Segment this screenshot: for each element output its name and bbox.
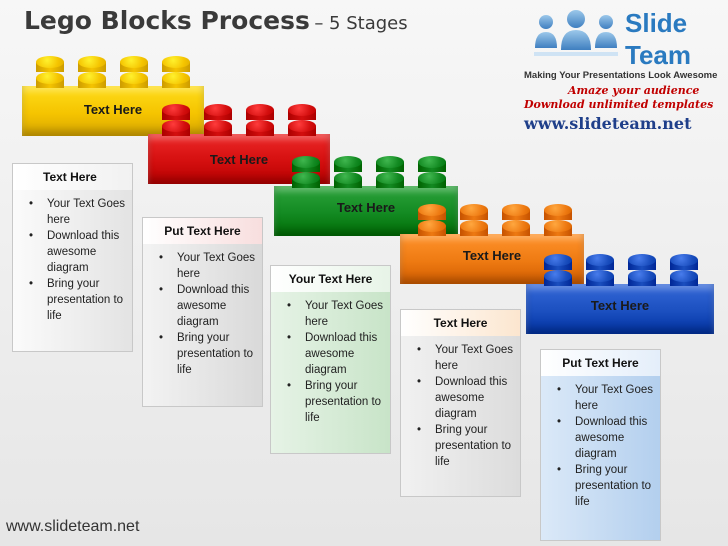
logo-tagline: Making Your Presentations Look Awesome xyxy=(524,70,718,81)
text-card-1-bullet-3: Bring your presentation to life xyxy=(29,276,128,324)
text-card-4-bullet-2: Download this awesome diagram xyxy=(417,374,516,422)
text-card-3-heading: Your Text Here xyxy=(271,266,390,292)
text-card-5-list: Your Text Goes here Download this awesom… xyxy=(541,382,660,510)
text-card-3-bullet-1: Your Text Goes here xyxy=(287,298,386,330)
text-card-5-bullet-1: Your Text Goes here xyxy=(557,382,656,414)
text-card-4-bullet-3: Bring your presentation to life xyxy=(417,422,516,470)
lego-stud-top xyxy=(36,56,64,68)
text-card-5-bullet-3: Bring your presentation to life xyxy=(557,462,656,510)
lego-stud-top xyxy=(162,120,190,132)
title-suffix: – 5 Stages xyxy=(314,13,408,34)
text-card-2: Put Text Here Your Text Goes here Downlo… xyxy=(142,217,263,407)
text-card-3-bullet-2: Download this awesome diagram xyxy=(287,330,386,378)
lego-stud-top xyxy=(204,104,232,116)
lego-stud-top xyxy=(418,156,446,168)
text-card-2-heading: Put Text Here xyxy=(143,218,262,244)
lego-stud-top xyxy=(78,72,106,84)
lego-stud-top xyxy=(78,56,106,68)
logo-word-team: Team xyxy=(625,40,691,70)
lego-stud-top xyxy=(334,156,362,168)
text-card-5: Put Text Here Your Text Goes here Downlo… xyxy=(540,349,661,541)
text-card-4-list: Your Text Goes here Download this awesom… xyxy=(401,342,520,470)
lego-stud-top xyxy=(162,56,190,68)
lego-stud-top xyxy=(544,270,572,282)
lego-stud-top xyxy=(460,220,488,232)
lego-stud-top xyxy=(288,104,316,116)
lego-stud-top xyxy=(120,72,148,84)
lego-stud-top xyxy=(120,56,148,68)
promo-line-1: Amaze your audience xyxy=(568,84,700,97)
title-main: Lego Blocks Process xyxy=(24,6,310,35)
lego-block-5-label: Text Here xyxy=(590,297,650,313)
lego-stud-top xyxy=(162,72,190,84)
lego-stud-top xyxy=(670,270,698,282)
page-title: Lego Blocks Process – 5 Stages xyxy=(24,6,408,35)
text-card-1: Text Here Your Text Goes here Download t… xyxy=(12,163,133,352)
lego-stud-top xyxy=(502,204,530,216)
slideteam-logo-people-icon xyxy=(534,10,618,56)
text-card-1-bullet-1: Your Text Goes here xyxy=(29,196,128,228)
text-card-2-list: Your Text Goes here Download this awesom… xyxy=(143,250,262,378)
text-card-2-bullet-3: Bring your presentation to life xyxy=(159,330,258,378)
logo-word-slide: Slide xyxy=(625,8,688,38)
lego-block-5: Text Here xyxy=(526,244,714,334)
text-card-3: Your Text Here Your Text Goes here Downl… xyxy=(270,265,391,454)
lego-block-4-label: Text Here xyxy=(462,247,522,263)
lego-stud-top xyxy=(292,156,320,168)
lego-stud-top xyxy=(418,172,446,184)
lego-stud-top xyxy=(288,120,316,132)
text-card-3-list: Your Text Goes here Download this awesom… xyxy=(271,298,390,426)
lego-stud-top xyxy=(460,204,488,216)
lego-stud-top xyxy=(292,172,320,184)
promo-line-2: Download unlimited templates xyxy=(524,98,714,111)
lego-stud-top xyxy=(376,156,404,168)
text-card-4: Text Here Your Text Goes here Download t… xyxy=(400,309,521,497)
lego-stud-top xyxy=(246,104,274,116)
lego-stud-top xyxy=(376,172,404,184)
text-card-4-heading: Text Here xyxy=(401,310,520,336)
text-card-2-bullet-1: Your Text Goes here xyxy=(159,250,258,282)
text-card-2-bullet-2: Download this awesome diagram xyxy=(159,282,258,330)
lego-block-3-label: Text Here xyxy=(336,199,396,215)
lego-stud-top xyxy=(628,254,656,266)
lego-stud-top xyxy=(502,220,530,232)
footer-url: www.slideteam.net xyxy=(6,518,140,535)
lego-stud-top xyxy=(246,120,274,132)
lego-stud-top xyxy=(36,72,64,84)
text-card-1-heading: Text Here xyxy=(13,164,132,190)
lego-stud-top xyxy=(544,204,572,216)
lego-stud-top xyxy=(628,270,656,282)
lego-stud-top xyxy=(586,254,614,266)
lego-stud-top xyxy=(204,120,232,132)
lego-stud-top xyxy=(418,220,446,232)
text-card-1-bullet-2: Download this awesome diagram xyxy=(29,228,128,276)
lego-stud-top xyxy=(544,254,572,266)
lego-block-3: Text Here xyxy=(274,146,458,236)
lego-block-1-label: Text Here xyxy=(83,101,143,117)
text-card-1-list: Your Text Goes here Download this awesom… xyxy=(13,196,132,324)
lego-stud-top xyxy=(586,270,614,282)
text-card-5-bullet-2: Download this awesome diagram xyxy=(557,414,656,462)
lego-stud-top xyxy=(670,254,698,266)
lego-block-2-label: Text Here xyxy=(209,151,269,167)
lego-stud-top xyxy=(334,172,362,184)
lego-stud-top xyxy=(162,104,190,116)
text-card-4-bullet-1: Your Text Goes here xyxy=(417,342,516,374)
text-card-3-bullet-3: Bring your presentation to life xyxy=(287,378,386,426)
promo-url-link[interactable]: www.slideteam.net xyxy=(524,114,692,133)
lego-stud-top xyxy=(418,204,446,216)
text-card-5-heading: Put Text Here xyxy=(541,350,660,376)
lego-stud-top xyxy=(544,220,572,232)
